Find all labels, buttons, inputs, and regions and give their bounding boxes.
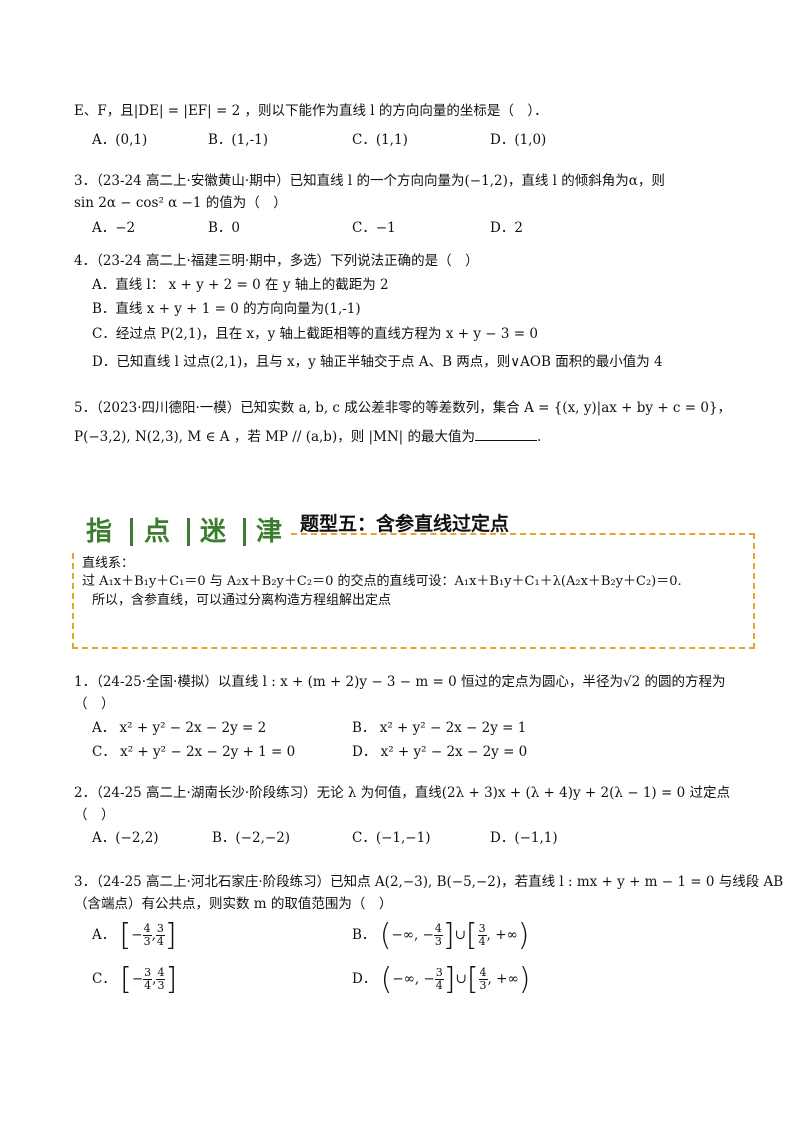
option-label: C． xyxy=(92,971,116,987)
option-c: C．(1,1) xyxy=(352,132,408,148)
option-d: D．2 xyxy=(490,220,523,236)
tip-line2: 过 A₁x＋B₁y＋C₁＝0 与 A₂x＋B₂y＋C₂＝0 的交点的直线可设：A… xyxy=(82,574,682,589)
option-d: D． x² + y² − 2x − 2y = 0 xyxy=(352,744,528,760)
practice-1-line2: （ ） xyxy=(74,696,115,712)
question-5-line2: P(−3,2), N(2,3), M ∈ A ，若 MP // (a,b)，则 … xyxy=(74,427,541,447)
tip-box xyxy=(72,533,755,649)
tip-separator xyxy=(243,518,246,546)
tip-char: 津 xyxy=(256,517,283,547)
union-symbol: ∪ xyxy=(454,927,466,943)
practice-2-line1: 2．（24-25 高二上·湖南长沙·阶段练习）无论 λ 为何值，直线(2λ + … xyxy=(74,785,730,801)
question-3-line2: sin 2α − cos² α −1 的值为（ ） xyxy=(74,195,287,211)
bracket: ( xyxy=(379,918,392,953)
option-a: A．−2 xyxy=(92,220,136,236)
tip-line3: 所以，含参直线，可以通过分离构造方程组解出定点 xyxy=(92,593,392,608)
practice-3-line2: （含端点）有公共点，则实数 m 的取值范围为（ ） xyxy=(74,896,393,912)
bracket: [ xyxy=(465,918,478,953)
option-b: B． x² + y² − 2x − 2y = 1 xyxy=(352,720,527,736)
option-d: D．已知直线 l 过点(2,1)，且与 x，y 轴正半轴交于点 A、B 两点，则… xyxy=(92,354,663,370)
question-5-period: . xyxy=(537,429,542,445)
option-label: A． xyxy=(92,927,116,943)
interval-end: , +∞ xyxy=(487,971,519,987)
option-a: A．直线 l： x + y + 2 = 0 在 y 轴上的截距为 2 xyxy=(92,277,389,293)
question-5-line1: 5．（2023·四川德阳·一模）已知实数 a, b, c 成公差非零的等差数列，… xyxy=(74,400,732,416)
option-b: B．(−2,−2) xyxy=(212,830,291,846)
union-symbol: ∪ xyxy=(455,971,467,987)
option-d: D．(1,0) xyxy=(490,132,547,148)
option-b: B．直线 x + y + 1 = 0 的方向向量为(1,-1) xyxy=(92,301,361,317)
option-c: C． x² + y² − 2x − 2y + 1 = 0 xyxy=(92,744,296,760)
interval-start: −∞, − xyxy=(392,971,435,987)
option-label: D． xyxy=(352,971,377,987)
option-a: A． x² + y² − 2x − 2y = 2 xyxy=(92,720,267,736)
tip-char: 指 xyxy=(86,517,113,547)
bracket: ] xyxy=(164,918,177,953)
answer-blank xyxy=(475,428,538,441)
option-a: A．(0,1) xyxy=(92,132,148,148)
bracket: ) xyxy=(518,962,531,997)
practice-3-line1: 3．（24-25 高二上·河北石家庄·阶段练习）已知点 A(2,−3), B(−… xyxy=(74,874,784,890)
option-b: B．(1,-1) xyxy=(208,132,268,148)
comma: , xyxy=(151,927,156,943)
bracket: ) xyxy=(517,918,530,953)
bracket: [ xyxy=(466,962,479,997)
question-4-stem: 4．（23-24 高二上·福建三明·期中，多选）下列说法正确的是（ ） xyxy=(74,253,479,269)
minus-sign: − xyxy=(131,971,144,987)
option-c: C．(−1,−1) xyxy=(352,830,431,846)
comma: , xyxy=(152,971,157,987)
minus-sign: − xyxy=(131,927,143,943)
question-5-line2-text: P(−3,2), N(2,3), M ∈ A ，若 MP // (a,b)，则 … xyxy=(74,429,476,445)
bracket: ] xyxy=(165,962,178,997)
option-label: B． xyxy=(352,927,376,943)
tip-char: 点 xyxy=(144,517,171,547)
practice-1-line1: 1．（24-25·全国·模拟）以直线 l : x + (m + 2)y − 3 … xyxy=(74,674,726,690)
option-c: C．−1 xyxy=(352,220,396,236)
tip-char: 迷 xyxy=(200,517,227,547)
practice-2-line2: （ ） xyxy=(74,807,115,823)
tip-separator xyxy=(130,518,133,546)
bracket: ] xyxy=(442,918,455,953)
bracket: ] xyxy=(443,962,456,997)
tip-separator xyxy=(187,518,190,546)
option-d: D．(−1,1) xyxy=(490,830,558,846)
option-a: A．(−2,2) xyxy=(92,830,159,846)
bracket: [ xyxy=(119,918,132,953)
option-b: B．0 xyxy=(208,220,241,236)
question-stem: E、F，且|DE| = |EF| = 2 ，则以下能作为直线 l 的方向向量的坐… xyxy=(74,103,548,119)
section-title: 题型五：含参直线过定点 xyxy=(300,513,510,535)
tip-line1: 直线系： xyxy=(82,556,135,571)
option-c: C．经过点 P(2,1)，且在 x，y 轴上截距相等的直线方程为 x + y −… xyxy=(92,326,538,342)
bracket: ( xyxy=(380,962,393,997)
bracket: [ xyxy=(120,962,132,997)
interval-end: , +∞ xyxy=(486,927,518,943)
interval-start: −∞, − xyxy=(391,927,434,943)
tip-banner xyxy=(72,511,287,553)
question-3-line1: 3．（23-24 高二上·安徽黄山·期中）已知直线 l 的一个方向向量为(−1,… xyxy=(74,173,665,189)
